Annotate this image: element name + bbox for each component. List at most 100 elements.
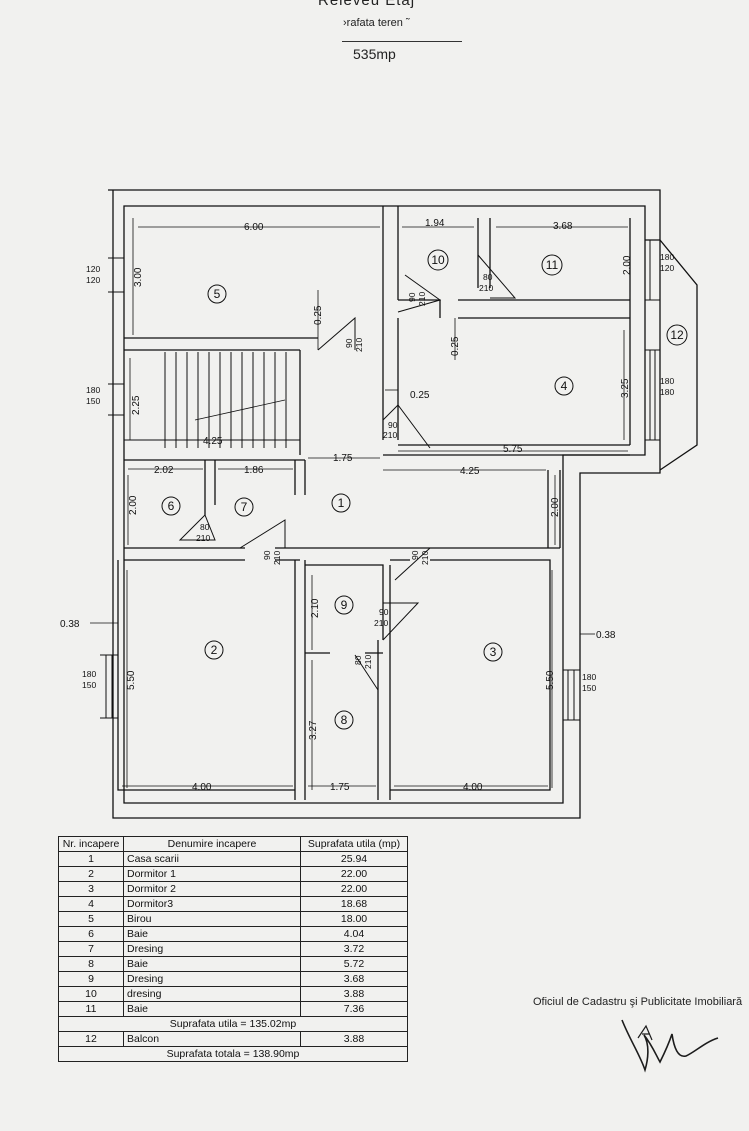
room-markers: 1 2 3 4 5 6 7 8 9 10 11 12 (161, 249, 688, 730)
door-swings (178, 254, 517, 692)
door-label: 90 (262, 550, 272, 560)
cell-nr: 8 (58, 956, 124, 972)
dim-label: 6.00 (244, 222, 264, 233)
cell-nr: 4 (58, 896, 124, 912)
header-area: Suprafata utila (mp) (300, 836, 408, 852)
door-label: 210 (272, 551, 282, 565)
header-name: Denumire incapere (123, 836, 301, 852)
dim-label: 5.75 (503, 444, 523, 455)
dim-label: 0.25 (450, 336, 461, 356)
cell-nr: 1 (58, 851, 124, 867)
door-label: 210 (354, 338, 364, 352)
wall-hall-right (547, 470, 561, 548)
dim-label: 0.38 (596, 630, 616, 641)
plan-title: Releveu Etaj (318, 0, 416, 9)
wall-r10-r11 (477, 218, 491, 288)
dim-label: 3.00 (133, 267, 144, 287)
dim-label: 3.25 (620, 378, 631, 398)
dim-label: 2.25 (131, 395, 142, 415)
wall-r7-right (294, 460, 306, 495)
dim-label: 1.75 (333, 453, 353, 464)
cell-area: 3.88 (300, 986, 408, 1002)
room-number: 5 (214, 287, 221, 301)
dim-label: 4.00 (192, 782, 212, 793)
door-label: 80 (483, 272, 493, 282)
room-number: 9 (341, 598, 348, 612)
dim-label: 4.00 (463, 782, 483, 793)
cell-name: Baie (123, 1001, 301, 1017)
inner-wall (123, 205, 646, 804)
cell-name: Dormitor3 (123, 896, 301, 912)
room-number: 1 (338, 496, 345, 510)
staircase (124, 352, 300, 448)
dim-label: 3.27 (308, 720, 319, 740)
grand-total-row: Suprafata totala = 138.90mp (58, 1046, 408, 1062)
window-label: 180 (660, 387, 674, 397)
balcony-outline (645, 239, 698, 471)
cell-area: 7.36 (300, 1001, 408, 1017)
cell-area: 25.94 (300, 851, 408, 867)
door-label: 80 (353, 655, 363, 665)
room-number: 12 (670, 328, 684, 342)
room-number: 7 (241, 500, 248, 514)
cell-area: 3.72 (300, 941, 408, 957)
cell-nr: 9 (58, 971, 124, 987)
wall-r2-right (294, 560, 306, 800)
dim-label: 2.02 (154, 465, 174, 476)
ocpi-stamp-text: Oficiul de Cadastru şi Publicitate Imobi… (533, 996, 743, 1008)
cell-name: Dormitor 1 (123, 866, 301, 882)
cell-nr: 6 (58, 926, 124, 942)
cell-name: Birou (123, 911, 301, 927)
room-number: 6 (168, 499, 175, 513)
dim-label: 1.86 (244, 465, 264, 476)
cell-area: 18.00 (300, 911, 408, 927)
rooms-table: Nr. incapere Denumire incapere Suprafata… (58, 836, 408, 1062)
dim-label: 1.75 (330, 782, 350, 793)
useful-total-row: Suprafata utila = 135.02mp (58, 1016, 408, 1032)
useful-total: Suprafata utila = 135.02mp (58, 1016, 408, 1032)
door-label: 90 (410, 550, 420, 560)
cell-name: Dormitor 2 (123, 881, 301, 897)
dim-label: 0.25 (313, 305, 324, 325)
room-number: 10 (431, 253, 445, 267)
room-number: 3 (490, 645, 497, 659)
windows (100, 239, 660, 721)
cell-area: 4.04 (300, 926, 408, 942)
door-label: 90 (407, 292, 417, 302)
wall-r2-inner (117, 560, 295, 791)
cell-area: 3.88 (300, 1031, 408, 1047)
dim-label: 2.00 (622, 255, 633, 275)
header-nr: Nr. incapere (58, 836, 124, 852)
dim-label: 3.68 (553, 221, 573, 232)
land-surface-label: ›rafata teren ˜ (343, 17, 410, 29)
cell-name: dresing (123, 986, 301, 1002)
dim-label: 2.10 (310, 598, 321, 618)
window-label: 180 (660, 252, 674, 262)
dim-label: 4.25 (460, 466, 480, 477)
cell-name: Casa scarii (123, 851, 301, 867)
dim-label: 1.94 (425, 218, 445, 229)
room-number: 4 (561, 379, 568, 393)
wall-r11-bottom (458, 299, 630, 319)
door-label: 90 (379, 607, 389, 617)
window-label: 150 (82, 680, 96, 690)
dim-label: 2.00 (550, 497, 561, 517)
dim-label: 5.50 (126, 670, 137, 690)
cell-area: 5.72 (300, 956, 408, 972)
signature (621, 1019, 719, 1073)
land-area-value: 535mp (353, 46, 396, 62)
cell-nr: 2 (58, 866, 124, 882)
door-label: 90 (344, 338, 354, 348)
window-label: 180 (660, 376, 674, 386)
dim-label: 2.00 (128, 495, 139, 515)
window-label: 120 (86, 264, 100, 274)
dimension-lines (90, 218, 631, 790)
door-label: 210 (479, 283, 493, 293)
cell-name: Baie (123, 926, 301, 942)
grand-total: Suprafata totala = 138.90mp (58, 1046, 408, 1062)
